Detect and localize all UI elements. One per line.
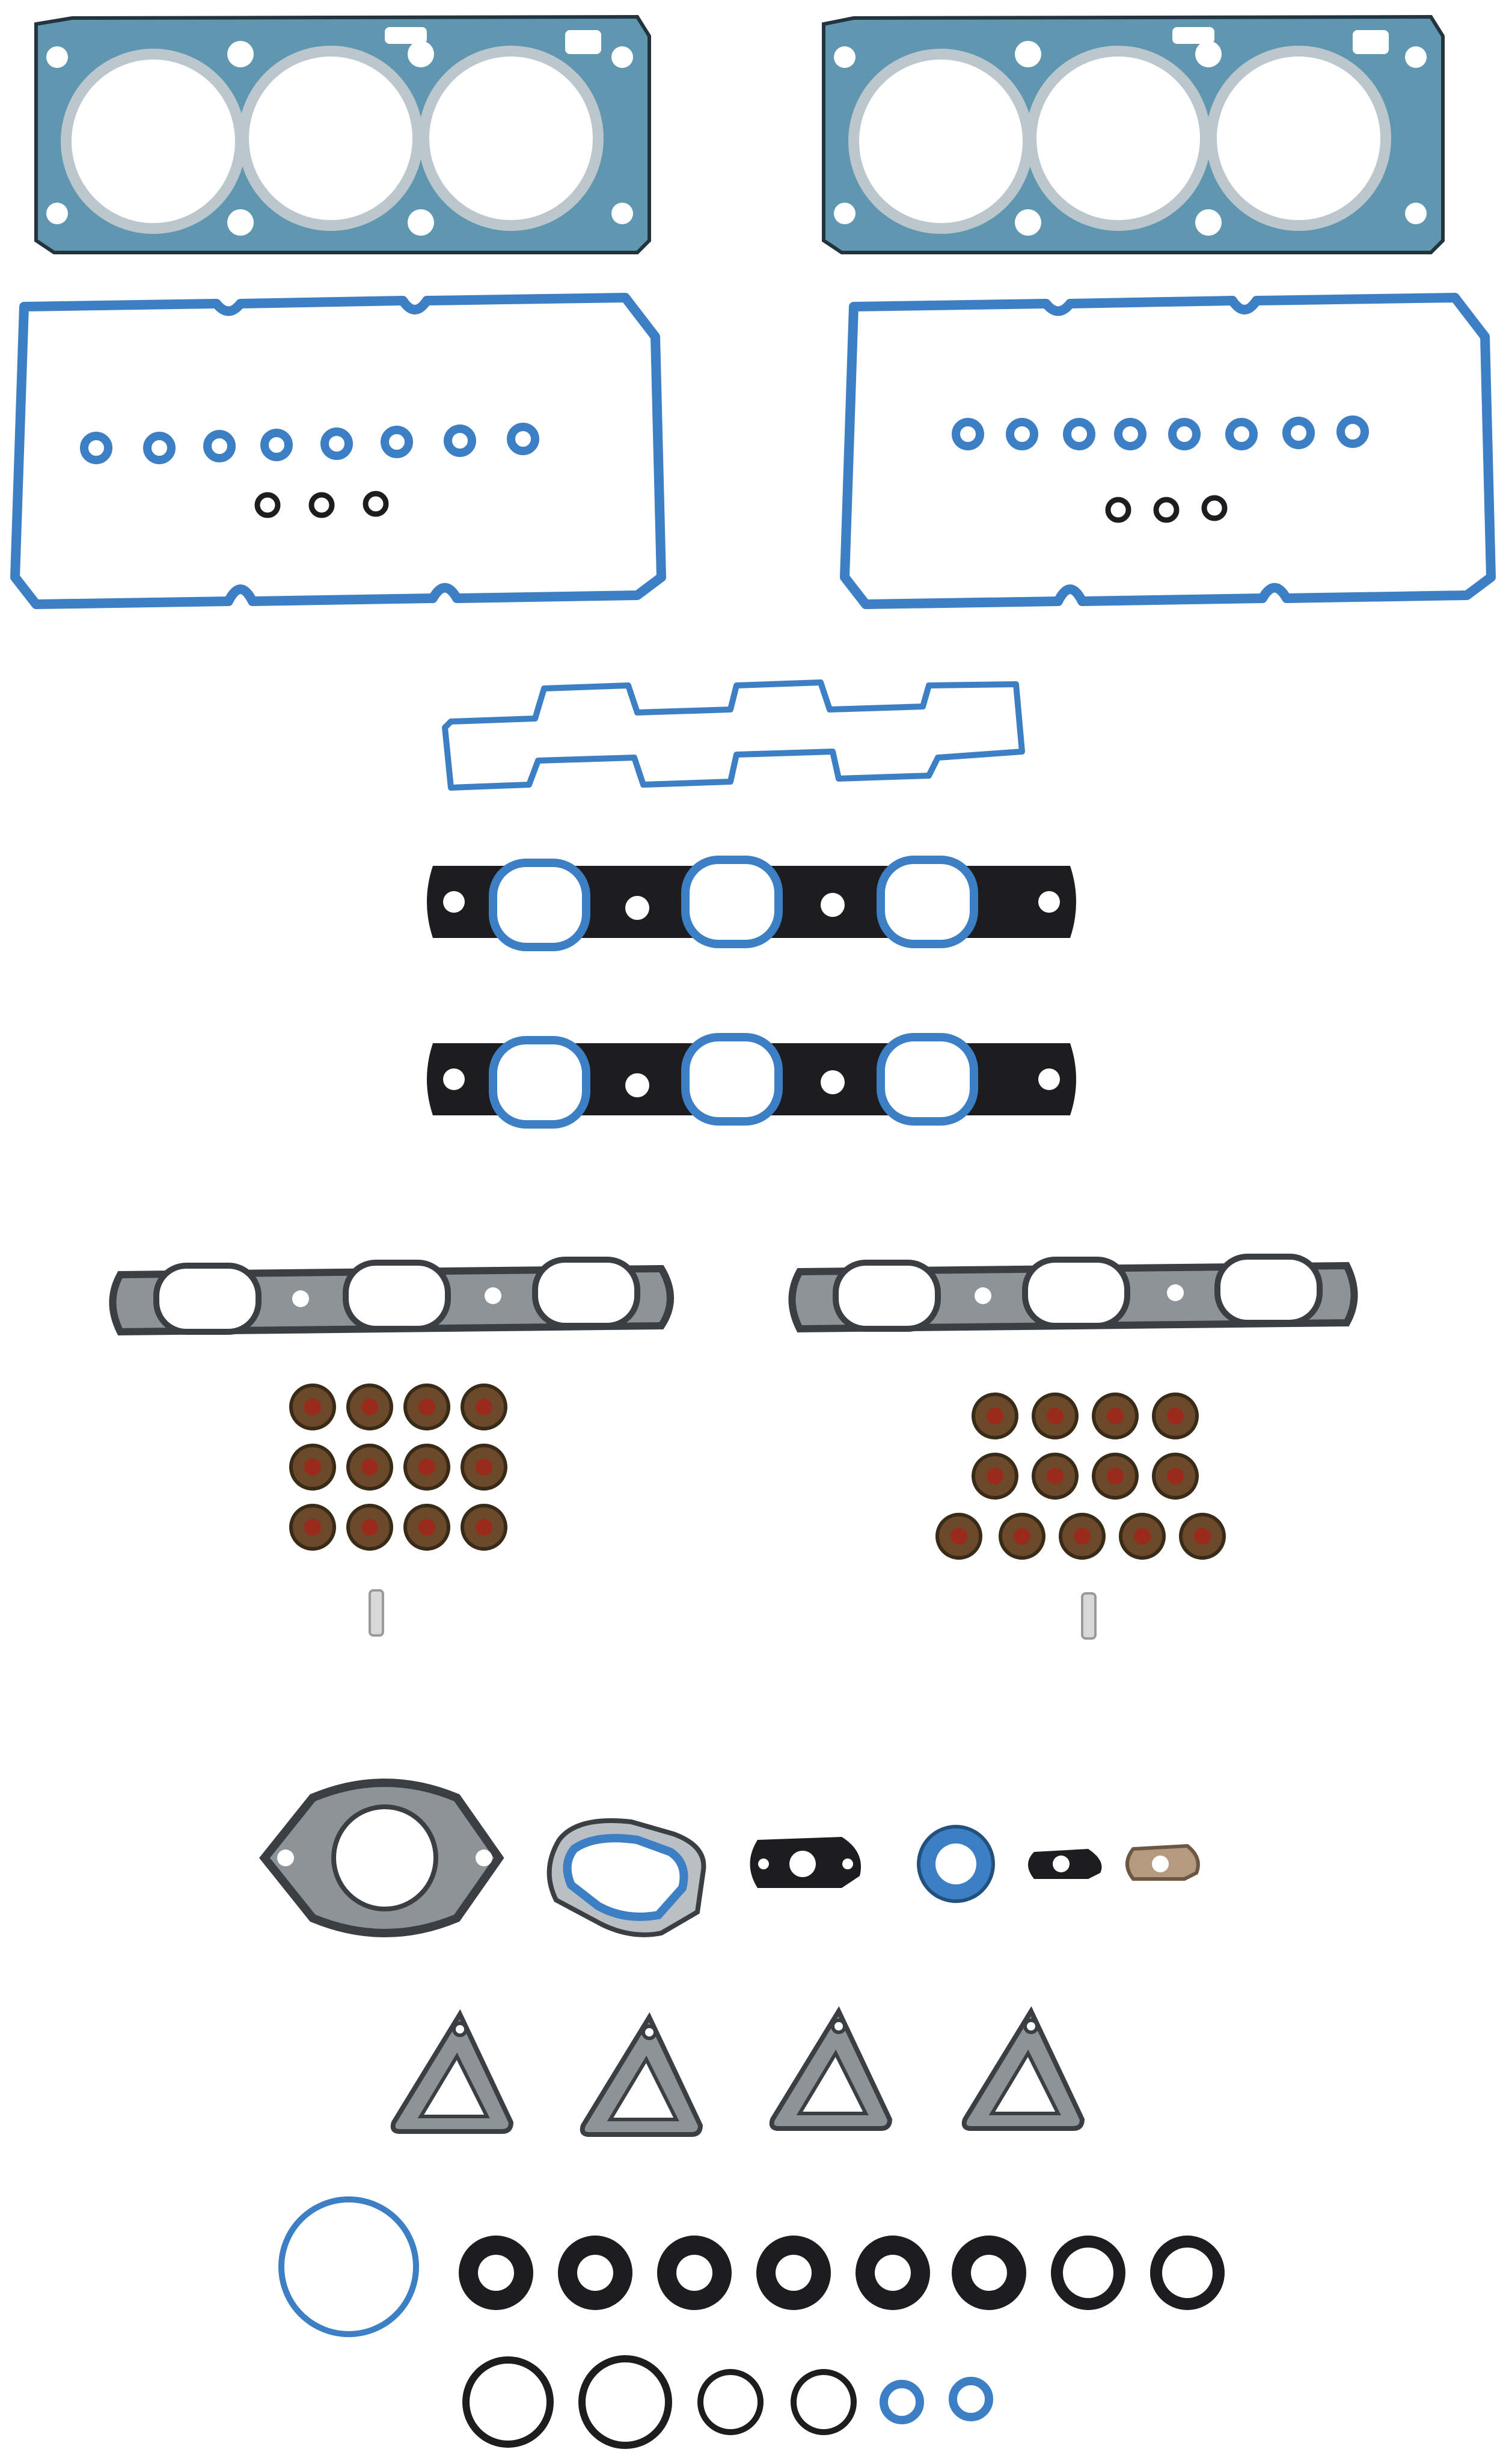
blue-seal-ring bbox=[917, 1825, 995, 1903]
exhaust-gasket-left bbox=[109, 1257, 674, 1336]
paper-gasket bbox=[1125, 1843, 1200, 1881]
plenum-gasket bbox=[442, 679, 1025, 791]
large-blue-o-ring bbox=[278, 2196, 419, 2337]
head-gasket-left bbox=[34, 14, 651, 254]
head-gasket-right bbox=[822, 14, 1445, 254]
dowel-pin-right bbox=[1081, 1592, 1097, 1640]
small-o-rings-right bbox=[1105, 495, 1228, 523]
valve-cover-gasket-right bbox=[840, 293, 1496, 609]
thermostat-housing-gasket bbox=[546, 1818, 706, 1937]
dowel-pin-left bbox=[369, 1589, 384, 1637]
spark-tube-seals-right bbox=[952, 415, 1369, 450]
intake-gasket-lower bbox=[427, 1033, 1076, 1129]
small-blue-o-rings bbox=[880, 2377, 993, 2424]
bottom-o-rings bbox=[462, 2355, 857, 2449]
grommet-seals bbox=[459, 2236, 1225, 2310]
triangle-gasket-holes bbox=[417, 2018, 1061, 2121]
spark-tube-seals-left bbox=[80, 423, 539, 464]
small-egr-gasket bbox=[1028, 1849, 1102, 1879]
egr-gasket bbox=[750, 1837, 861, 1888]
valve-stem-seals-left bbox=[289, 1384, 507, 1551]
exhaust-gasket-right bbox=[788, 1254, 1358, 1333]
small-o-rings-left bbox=[254, 491, 389, 518]
valve-stem-seals-right bbox=[935, 1393, 1226, 1560]
intake-gasket-upper bbox=[427, 856, 1076, 951]
valve-cover-gasket-left bbox=[10, 293, 666, 609]
exhaust-flange-gasket bbox=[259, 1779, 504, 1937]
